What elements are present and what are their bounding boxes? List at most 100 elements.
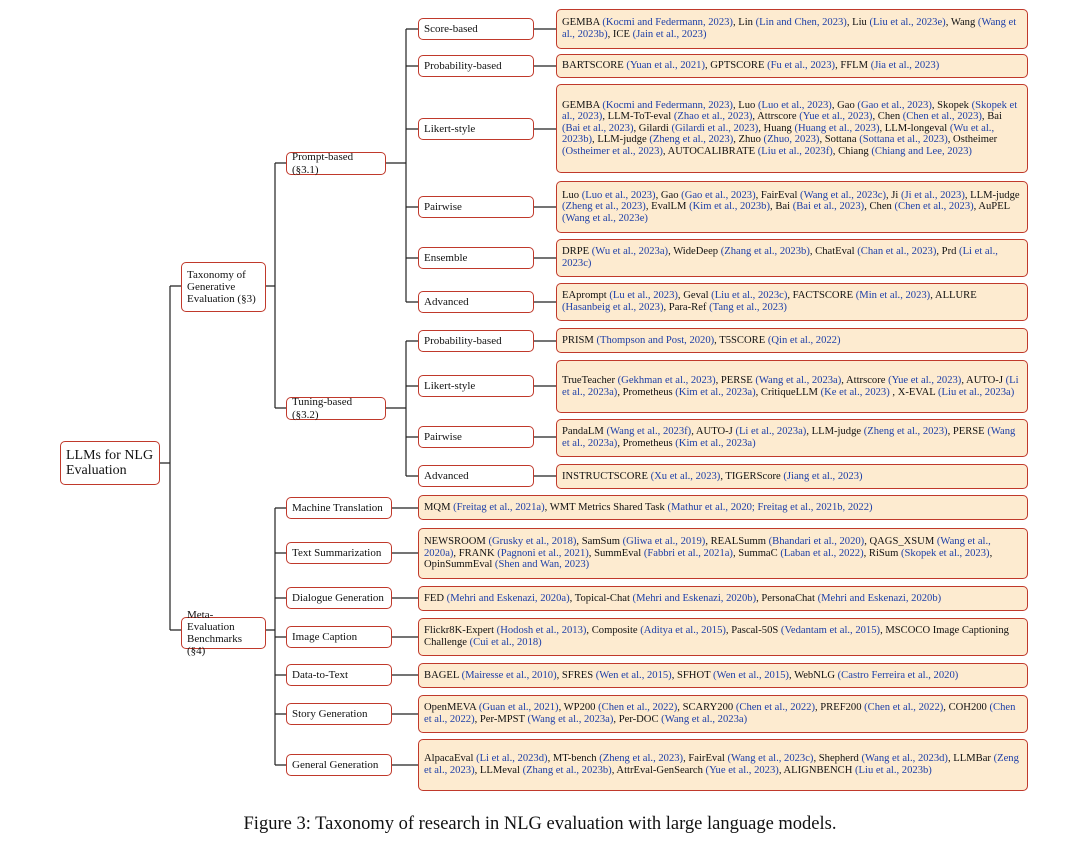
ref-citation[interactable]: (Tang et al., 2023) <box>709 302 787 313</box>
ref-citation[interactable]: (Grusky et al., 2018) <box>488 536 577 548</box>
ref-citation[interactable]: (Chen et al., 2022) <box>424 702 1016 725</box>
ref-citation[interactable]: (Gilardi et al., 2023) <box>671 122 759 134</box>
ref-citation[interactable]: (Chen et al., 2022) <box>735 702 815 714</box>
ref-citation[interactable]: (Ji et al., 2023) <box>901 189 965 201</box>
ref-citation[interactable]: (Jia et al., 2023) <box>870 60 940 72</box>
ref-citation[interactable]: (Zhuo, 2023) <box>763 134 820 146</box>
ref-citation[interactable]: (Wu et al., 2023b) <box>562 122 995 146</box>
ref-citation[interactable]: (Chiang and Lee, 2023) <box>871 145 972 157</box>
ref-citation[interactable]: (Hodosh et al., 2013) <box>496 625 587 637</box>
ref-citation[interactable]: (Mehri and Eskenazi, 2020a) <box>446 592 570 604</box>
ref-citation[interactable]: (Yue et al., 2023) <box>888 374 962 386</box>
ref-citation[interactable]: (Mairesse et al., 2010) <box>461 669 557 681</box>
ref-citation[interactable]: (Lin and Chen, 2023) <box>755 17 847 29</box>
ref-citation[interactable]: (Wang et al., 2020a) <box>424 536 991 559</box>
ref-citation[interactable]: (Zheng et al., 2023) <box>863 426 948 438</box>
ref-citation[interactable]: (Fabbri et al., 2021a) <box>643 547 733 559</box>
ref-citation[interactable]: (Zheng et al., 2023) <box>649 134 734 146</box>
ref-citation[interactable]: (Skopek et al., 2023) <box>901 547 990 559</box>
ref-citation[interactable]: (Zheng et al., 2023) <box>562 201 646 213</box>
ref-citation[interactable]: (Chen et al., 2022) <box>864 702 944 714</box>
ref-citation[interactable]: (Ostheimer et al., 2023) <box>562 145 663 157</box>
ref-citation[interactable]: (Liu et al., 2023a) <box>938 386 1015 398</box>
ref-citation[interactable]: (Wang et al., 2023a) <box>562 426 1016 449</box>
ref-citation[interactable]: (Chen et al., 2022) <box>598 702 678 714</box>
ref-citation[interactable]: (Jiang et al., 2023) <box>783 470 863 482</box>
ref-citation[interactable]: (Gekhman et al., 2023) <box>617 374 716 386</box>
ref-citation[interactable]: (Bai et al., 2023) <box>792 201 865 213</box>
ref-citation[interactable]: (Kocmi and Federmann, 2023) <box>602 99 733 111</box>
ref-citation[interactable]: (Laban et al., 2022) <box>780 547 864 559</box>
ref-citation[interactable]: (Wang et al., 2023c) <box>800 189 886 201</box>
ref-name: Luo <box>562 189 582 201</box>
ref-citation[interactable]: (Qin et al., 2022) <box>767 334 841 346</box>
ref-citation[interactable]: (Gliwa et al., 2019) <box>622 536 706 548</box>
ref-citation[interactable]: (Li et al., 2023c) <box>562 246 998 269</box>
ref-citation[interactable]: (Liu et al., 2023c) <box>711 290 788 302</box>
ref-citation[interactable]: (Luo et al., 2023) <box>581 189 656 201</box>
ref-citation[interactable]: (Wang et al., 2023b) <box>562 17 1017 40</box>
ref-citation[interactable]: (Vedantam et al., 2015) <box>780 625 881 637</box>
label-prompt-advanced: Advanced <box>424 295 469 308</box>
ref-citation[interactable]: (Mehri and Eskenazi, 2020b) <box>817 592 942 604</box>
ref-citation[interactable]: (Huang et al., 2023) <box>794 122 880 134</box>
ref-citation[interactable]: (Li et al., 2023a) <box>562 374 1019 398</box>
ref-citation[interactable]: (Lu et al., 2023) <box>609 290 678 302</box>
ref-citation[interactable]: (Zhang et al., 2023b) <box>720 246 810 258</box>
ref-citation[interactable]: (Yue et al., 2023) <box>799 111 873 123</box>
leaf-image-caption: Flickr8K-Expert (Hodosh et al., 2013), C… <box>418 618 1028 656</box>
ref-citation[interactable]: (Kocmi and Federmann, 2023) <box>602 17 733 29</box>
ref-citation[interactable]: (Wang et al., 2023a) <box>527 714 614 725</box>
ref-name: , Chen <box>864 201 895 213</box>
ref-citation[interactable]: (Mathur et al., 2020; Freitag et al., 20… <box>667 501 873 513</box>
ref-citation[interactable]: (Fu et al., 2023) <box>767 60 836 72</box>
ref-citation[interactable]: (Chen et al., 2023) <box>902 111 982 123</box>
ref-citation[interactable]: (Bai et al., 2023) <box>562 122 634 134</box>
ref-citation[interactable]: (Wen et al., 2015) <box>595 669 672 681</box>
ref-citation[interactable]: (Liu et al., 2023e) <box>869 17 946 29</box>
ref-citation[interactable]: (Chen et al., 2023) <box>894 201 974 213</box>
ref-citation[interactable]: (Mehri and Eskenazi, 2020b) <box>632 592 757 604</box>
ref-citation[interactable]: (Sottana et al., 2023) <box>859 134 948 146</box>
ref-citation[interactable]: (Shen and Wan, 2023) <box>494 559 590 571</box>
ref-citation[interactable]: (Guan et al., 2021) <box>478 702 559 714</box>
ref-citation[interactable]: (Wen et al., 2015) <box>713 669 789 681</box>
ref-citation[interactable]: (Cui et al., 2018) <box>469 637 542 648</box>
ref-citation[interactable]: (Pagnoni et al., 2021) <box>497 547 589 559</box>
ref-citation[interactable]: (Yuan et al., 2021) <box>626 60 705 72</box>
ref-citation[interactable]: (Yue et al., 2023) <box>705 765 779 776</box>
ref-citation[interactable]: (Skopek et al., 2023) <box>562 99 1018 123</box>
ref-citation[interactable]: (Zeng et al., 2023) <box>424 753 1019 776</box>
ref-citation[interactable]: (Ke et al., 2023) <box>820 386 890 398</box>
ref-citation[interactable]: (Wu et al., 2023a) <box>591 246 669 258</box>
ref-citation[interactable]: (Zhao et al., 2023) <box>673 111 753 123</box>
ref-citation[interactable]: (Liu et al., 2023b) <box>855 765 932 776</box>
ref-citation[interactable]: (Li et al., 2023a) <box>735 426 807 438</box>
ref-citation[interactable]: (Wang et al., 2023f) <box>606 426 692 438</box>
ref-citation[interactable]: (Gao et al., 2023) <box>857 99 932 111</box>
ref-citation[interactable]: (Kim et al., 2023a) <box>675 386 756 398</box>
ref-citation[interactable]: (Liu et al., 2023f) <box>757 145 833 157</box>
ref-citation[interactable]: (Wang et al., 2023e) <box>562 212 648 224</box>
ref-citation[interactable]: (Wang et al., 2023c) <box>727 753 814 765</box>
ref-citation[interactable]: (Wang et al., 2023a) <box>755 374 842 386</box>
ref-citation[interactable]: (Thompson and Post, 2020) <box>596 334 715 346</box>
ref-citation[interactable]: (Min et al., 2023) <box>855 290 931 302</box>
ref-citation[interactable]: (Freitag et al., 2021a) <box>453 501 545 513</box>
ref-citation[interactable]: (Luo et al., 2023) <box>757 99 832 111</box>
ref-citation[interactable]: (Wang et al., 2023a) <box>661 714 748 725</box>
ref-citation[interactable]: (Aditya et al., 2015) <box>640 625 726 637</box>
ref-citation[interactable]: (Zheng et al., 2023) <box>599 753 684 765</box>
ref-citation[interactable]: (Xu et al., 2023) <box>650 470 721 482</box>
ref-citation[interactable]: (Kim et al., 2023b) <box>689 201 771 213</box>
ref-citation[interactable]: (Chan et al., 2023) <box>857 246 937 258</box>
ref-citation[interactable]: (Jain et al., 2023) <box>632 29 707 40</box>
ref-citation[interactable]: (Li et al., 2023d) <box>476 753 548 765</box>
ref-citation[interactable]: (Bhandari et al., 2020) <box>768 536 865 548</box>
ref-citation[interactable]: (Castro Ferreira et al., 2020) <box>837 669 959 681</box>
ref-citation[interactable]: (Hasanbeig et al., 2023) <box>562 302 664 313</box>
ref-citation[interactable]: (Gao et al., 2023) <box>681 189 756 201</box>
ref-citation[interactable]: (Kim et al., 2023a) <box>675 438 756 449</box>
ref-citation[interactable]: (Wang et al., 2023d) <box>861 753 948 765</box>
ref-citation[interactable]: (Zhang et al., 2023b) <box>522 765 612 776</box>
